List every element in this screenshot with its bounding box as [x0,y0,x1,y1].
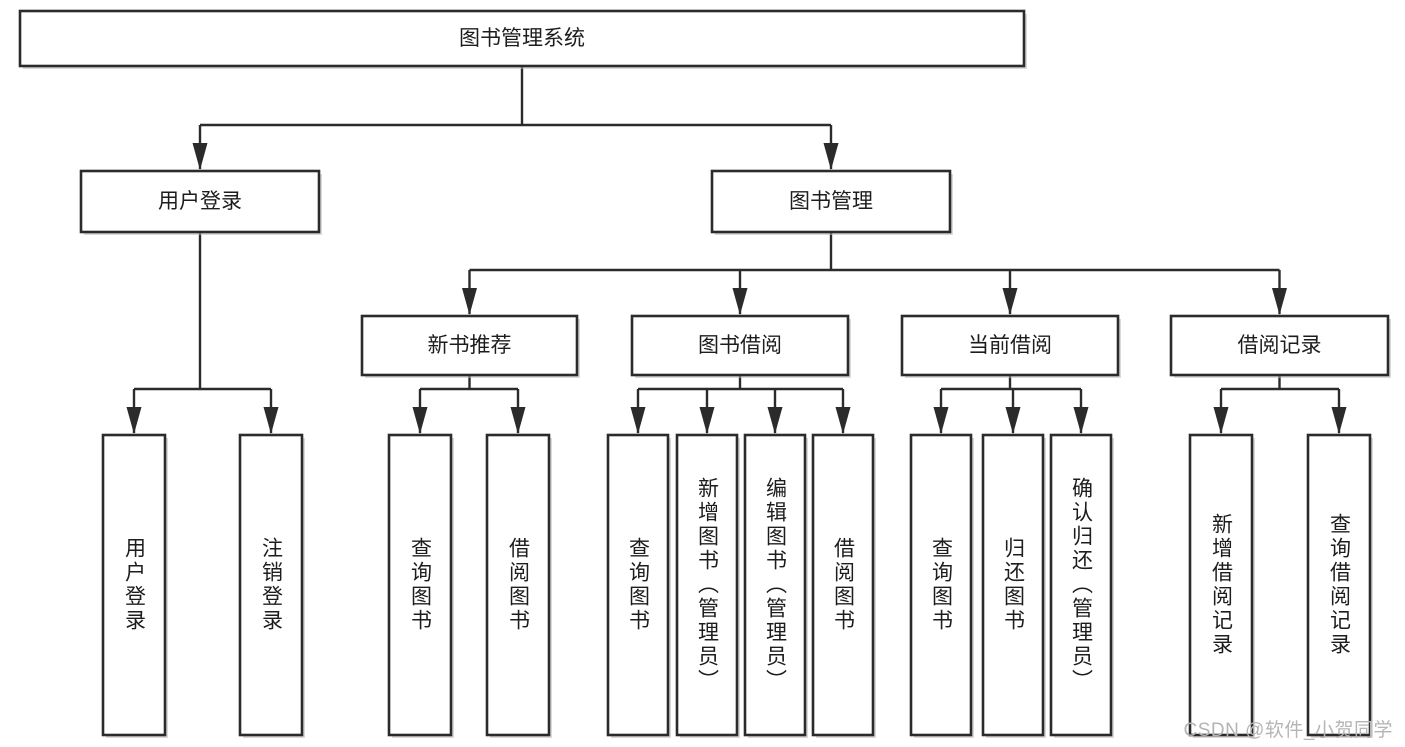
node-label: 新增借阅记录 [1210,513,1234,657]
node-label: 注销登录 [260,537,284,633]
node-label: 借阅图书 [507,537,531,633]
node-rect[interactable] [981,433,1045,737]
node-leaf-query-record[interactable]: 查询借阅记录 [1306,433,1373,738]
node-borrow-record[interactable]: 借阅记录 [1169,314,1391,378]
node-rect[interactable] [485,433,551,737]
node-leaf-edit-book[interactable]: 编辑图书（管理员） [743,433,808,738]
node-label: 图书管理 [789,190,873,213]
edge-arrowhead [126,407,142,434]
node-leaf-confirm-return[interactable]: 确认归还（管理员） [1049,433,1114,738]
node-label: 当前借阅 [968,334,1052,357]
node-rect[interactable] [238,433,304,737]
node-rect[interactable] [811,433,875,737]
node-rect[interactable] [900,314,1120,377]
nodes-layer: 图书管理系统用户登录图书管理新书推荐图书借阅当前借阅借阅记录用户登录注销登录查询… [18,9,1391,738]
node-label: 查询图书 [627,537,651,633]
edge-arrowhead [630,407,646,434]
node-rect[interactable] [1188,433,1254,737]
node-leaf-borrow-book-2[interactable]: 借阅图书 [811,433,876,738]
node-leaf-user-logout[interactable]: 注销登录 [238,433,305,738]
node-label: 用户登录 [123,537,147,633]
node-label: 用户登录 [158,190,242,213]
edge-arrowhead [1272,288,1287,315]
node-user-login[interactable]: 用户登录 [79,169,322,235]
node-rect[interactable] [360,314,579,377]
node-label: 图书借阅 [698,334,782,357]
edge-arrowhead [462,288,477,315]
node-label: 确认归还（管理员） [1070,477,1094,693]
node-rect[interactable] [18,9,1026,68]
node-current-borrow[interactable]: 当前借阅 [900,314,1121,378]
edge-arrowhead [263,407,279,434]
edge-arrowhead [1331,407,1347,434]
node-label: 归还图书 [1002,537,1026,633]
edge-arrowhead [835,407,851,434]
node-leaf-query-book-2[interactable]: 查询图书 [606,433,671,738]
edges-layer [126,66,1347,434]
node-label: 查询借阅记录 [1328,513,1352,657]
node-rect[interactable] [79,169,321,234]
node-rect[interactable] [101,433,167,737]
node-rect[interactable] [743,433,807,737]
node-leaf-query-book-3[interactable]: 查询图书 [909,433,974,738]
node-label: 借阅记录 [1238,334,1322,357]
edge-arrowhead [767,407,783,434]
node-leaf-user-login[interactable]: 用户登录 [101,433,168,738]
node-label: 新增图书（管理员） [696,477,720,693]
node-rect[interactable] [1049,433,1113,737]
node-rect[interactable] [1169,314,1390,377]
node-label: 新书推荐 [428,334,512,357]
node-root[interactable]: 图书管理系统 [18,9,1027,69]
node-leaf-add-book[interactable]: 新增图书（管理员） [675,433,740,738]
node-rect[interactable] [710,169,952,234]
node-leaf-return-book[interactable]: 归还图书 [981,433,1046,738]
node-book-borrow[interactable]: 图书借阅 [630,314,851,378]
node-rect[interactable] [630,314,850,377]
edge-arrowhead [699,407,715,434]
edge-arrowhead [732,288,748,315]
edge-arrowhead [933,407,949,434]
edge-arrowhead [1073,407,1089,434]
node-rect[interactable] [387,433,453,737]
edge-arrowhead [1213,407,1229,434]
node-rect[interactable] [1306,433,1372,737]
node-leaf-borrow-book-1[interactable]: 借阅图书 [485,433,552,738]
node-label: 查询图书 [409,537,433,633]
edge-arrowhead [1002,288,1018,315]
node-leaf-add-record[interactable]: 新增借阅记录 [1188,433,1255,738]
node-label: 查询图书 [930,537,954,633]
node-rect[interactable] [675,433,739,737]
edge-arrowhead [823,143,839,170]
node-new-book-rec[interactable]: 新书推荐 [360,314,580,378]
node-book-manage[interactable]: 图书管理 [710,169,953,235]
edge-arrowhead [412,407,428,434]
node-label: 借阅图书 [832,537,856,633]
node-rect[interactable] [606,433,670,737]
edge-arrowhead [1005,407,1021,434]
node-label: 图书管理系统 [459,27,585,50]
node-leaf-query-book-1[interactable]: 查询图书 [387,433,454,738]
node-label: 编辑图书（管理员） [764,477,788,693]
edge-arrowhead [192,143,208,170]
edge-arrowhead [510,407,526,434]
node-rect[interactable] [909,433,973,737]
